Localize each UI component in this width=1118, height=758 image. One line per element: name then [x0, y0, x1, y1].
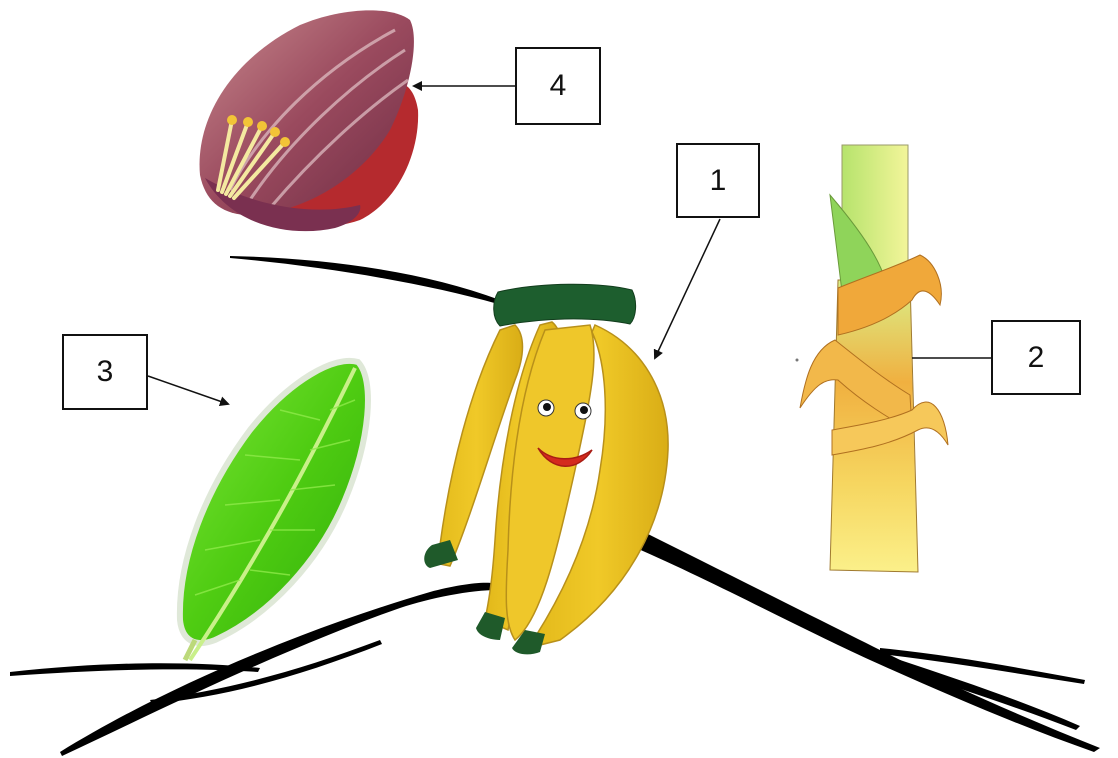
banana-flower: [200, 10, 419, 231]
label-leaf: 3: [62, 334, 148, 410]
label-fruit-text: 1: [710, 164, 727, 198]
branch-right-lower: [896, 660, 1080, 730]
label-flower-text: 4: [550, 69, 567, 103]
banana-bunch: [424, 284, 668, 654]
label-leaf-text: 3: [97, 355, 114, 389]
label-stem: 2: [991, 320, 1081, 395]
banana-crown: [494, 284, 636, 326]
label-stem-text: 2: [1028, 341, 1045, 375]
stem-speck: [796, 359, 799, 362]
eye-right-pupil: [580, 406, 588, 414]
label-fruit: 1: [676, 143, 760, 218]
branch-upper-left: [230, 256, 500, 304]
arrow-3: [148, 376, 228, 404]
arrow-1: [655, 219, 720, 358]
eye-left-pupil: [543, 403, 551, 411]
label-flower: 4: [515, 47, 601, 125]
banana-leaf: [180, 361, 368, 660]
